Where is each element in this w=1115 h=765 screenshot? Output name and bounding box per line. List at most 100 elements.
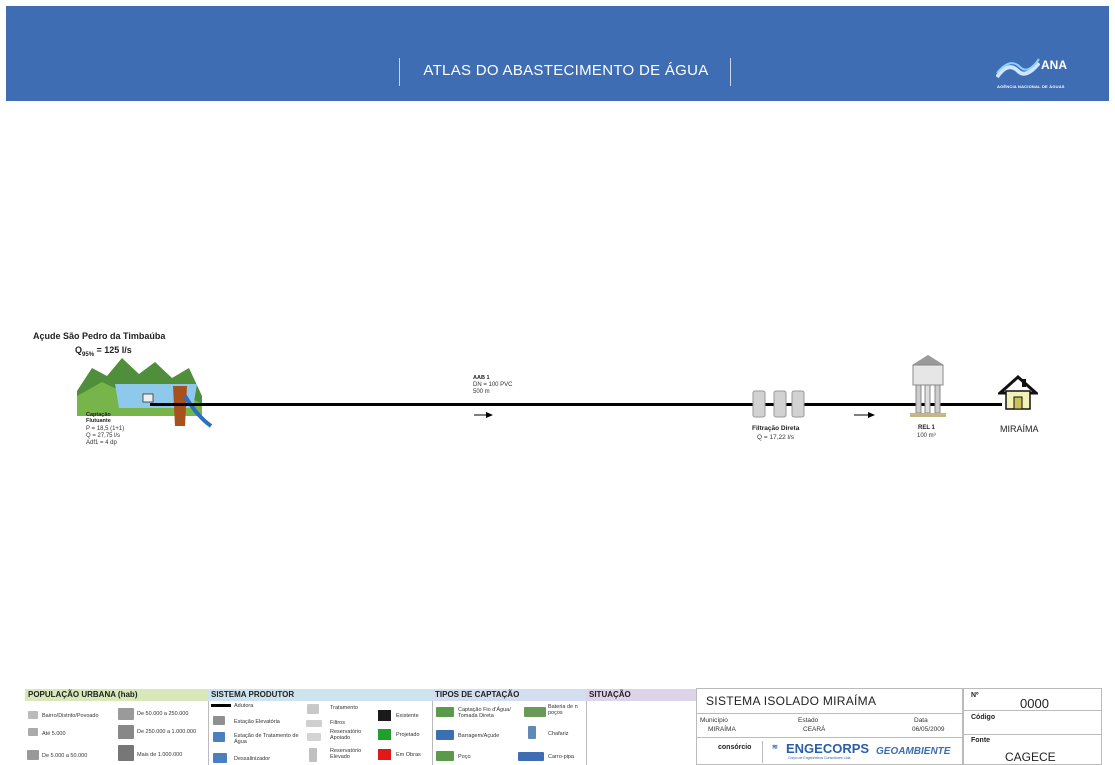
legend-sit-panel [586,701,697,765]
filters-icon [752,390,805,418]
legend-item: Mais de 1.000.000 [137,752,183,758]
water-truck-icon [518,752,544,761]
pipe-legend-icon [211,704,231,707]
village-icon [28,711,38,719]
wells-battery-icon [524,707,546,717]
reservoir-name: REL 1 [918,425,935,431]
estado-value: CEARÁ [803,726,826,733]
estado-label: Estado [798,717,819,724]
legend-item: Existente [396,713,419,719]
treatment-plant-icon [213,732,225,742]
projetado-swatch [378,729,391,740]
legend-item: Barragem/Açude [458,733,500,739]
legend-item: Reservatório Elevado [330,748,362,760]
title-divider-right [730,58,731,86]
legend-item: Dessalinizador [234,756,271,762]
elevated-reservoir-legend-icon [309,748,317,762]
legend-item: De 250.000 a 1.000.000 [137,729,197,735]
town-icon [28,728,38,736]
town-icon [27,750,39,760]
well-icon [436,751,454,761]
legend-sit-header: SITUAÇÃO [586,689,696,701]
treatment-flow: Q = 17,22 l/s [757,434,795,441]
ana-logo-icon [996,58,1040,79]
number-label: Nº [971,692,979,699]
legend-prod-header: SISTEMA PRODUTOR [208,689,432,701]
company-geoambiente: GEOAMBIENTE [876,746,951,757]
city-icon [118,708,134,720]
legend-capt-panel [432,701,587,765]
divider [762,741,763,763]
page-title: ATLAS DO ABASTECIMENTO DE ÁGUA [423,62,709,79]
legend-item: De 50.000 a 250.000 [137,711,189,717]
pipe-length: 500 m [473,389,490,395]
logo-text: ANA [1041,58,1067,72]
house-icon [998,375,1038,410]
desalinator-icon [213,753,227,763]
intake-line: Adf1 = 4 dp [86,440,117,446]
legend-capt-header: TIPOS DE CAPTAÇÃO [432,689,586,701]
municipio-value: MIRAÍMA [708,726,736,733]
legend-prod-panel [208,701,433,765]
elevated-reservoir-icon [910,355,946,417]
fonte-value: CAGECE [1005,750,1056,764]
company-engecorps-sub: Corpo de Engenheiros Consultores Ltda [788,756,851,760]
intake-line: P = 18,5 (1+1) [86,426,125,432]
divider [697,713,962,714]
metropolis-icon [118,745,134,761]
em-obras-swatch [378,749,391,760]
consortium-label: consórcio [718,744,752,751]
legend-item: Bairro/Distrito/Povoado [42,713,99,719]
fountain-icon [528,726,536,739]
pipeline-line [150,403,1002,406]
pipe-spec: DN = 100 PVC [473,382,513,388]
reservoir-volume: 100 m³ [917,433,936,439]
legend-pop-panel [25,701,209,765]
header-bar: ATLAS DO ABASTECIMENTO DE ÁGUA [6,6,1109,101]
legend-item: Carro-pipa [548,754,574,760]
legend-item: Tratamento [330,705,358,711]
intake-line: Q = 27,75 l/s [86,433,121,439]
dam-legend-icon [436,730,454,740]
codigo-label: Código [971,714,996,721]
legend-pop-header: POPULAÇÃO URBANA (hab) [25,689,208,701]
fonte-label: Fonte [971,737,991,744]
divider [964,734,1101,735]
divider [964,710,1101,711]
run-of-river-icon [436,707,454,717]
treatment-name: Filtração Direta [752,425,800,432]
data-value: 06/05/2009 [912,726,945,733]
treatment-icon [307,704,319,714]
source-name: Açude São Pedro da Timbaúba [33,331,166,341]
title-divider-left [399,58,400,86]
intake-title: Captação Flutuante [86,412,111,424]
pump-station-icon [213,716,225,725]
legend-item: Adutora [234,703,254,709]
number-value: 0000 [1020,696,1049,711]
pipe-name: AAB 1 [473,375,490,381]
city-icon [118,725,134,739]
legend-item: Filtros [330,720,345,726]
dam-reservoir-icon [77,358,212,428]
divider [697,737,962,738]
legend-item: Reservatório Apoiado [330,729,362,741]
engecorps-logo-icon: ≋ [772,744,778,751]
legend-item: Em Obras [396,752,421,758]
data-label: Data [914,717,928,724]
legend-item: Bateria de n poços [548,704,578,716]
flow-arrow-icon [854,412,875,418]
legend-item: De 5.000 a 50.000 [42,753,88,759]
logo-subtitle: AGÊNCIA NACIONAL DE ÁGUAS [997,84,1065,89]
legend-item: Poço [458,754,471,760]
ground-reservoir-icon [307,733,321,741]
legend-item: Captação Fio d'Água/ Tomada Direta [458,707,511,719]
flow-arrow-icon [474,412,493,418]
municipio-label: Município [700,717,728,724]
legend-item: Projetado [396,732,420,738]
system-name: SISTEMA ISOLADO MIRAÍMA [706,694,877,708]
legend-item: Chafariz [548,731,569,737]
existente-swatch [378,710,391,721]
source-flow: Q95% = 125 l/s [75,345,132,358]
legend-item: Estação de Tratamento de Água [234,733,299,745]
filters-legend-icon [306,720,322,727]
